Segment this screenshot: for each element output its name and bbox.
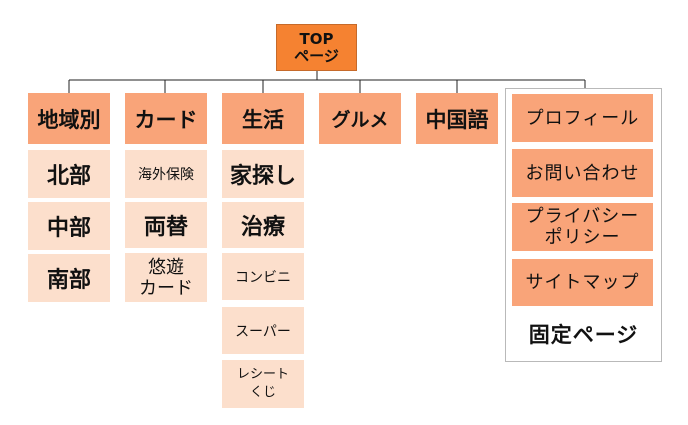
- category-region: 地域別: [28, 93, 110, 144]
- card-item-easycard: 悠遊 カード: [125, 253, 207, 302]
- fixed-pages-label: 固定ページ: [528, 323, 639, 347]
- category-card: カード: [125, 93, 207, 144]
- card-item-insurance: 海外保険: [125, 150, 207, 198]
- life-item-convenience-store: コンビニ: [222, 253, 304, 300]
- fixed-page-privacy-policy: プライバシー ポリシー: [512, 203, 653, 251]
- category-life: 生活: [222, 93, 304, 144]
- card-item-exchange: 両替: [125, 202, 207, 248]
- life-item-supermarket: スーパー: [222, 307, 304, 354]
- life-item-house-hunting: 家探し: [222, 150, 304, 198]
- category-gourmet: グルメ: [319, 93, 401, 144]
- life-item-receipt-lottery: レシート くじ: [222, 360, 304, 408]
- fixed-page-contact: お問い合わせ: [512, 149, 653, 197]
- life-item-medical: 治療: [222, 202, 304, 248]
- fixed-page-sitemap: サイトマップ: [512, 259, 653, 306]
- region-item-central: 中部: [28, 202, 110, 250]
- category-chinese: 中国語: [416, 93, 498, 144]
- top-page-node: TOP ページ: [276, 24, 357, 71]
- region-item-south: 南部: [28, 254, 110, 302]
- fixed-page-profile: プロフィール: [512, 94, 653, 142]
- region-item-north: 北部: [28, 150, 110, 198]
